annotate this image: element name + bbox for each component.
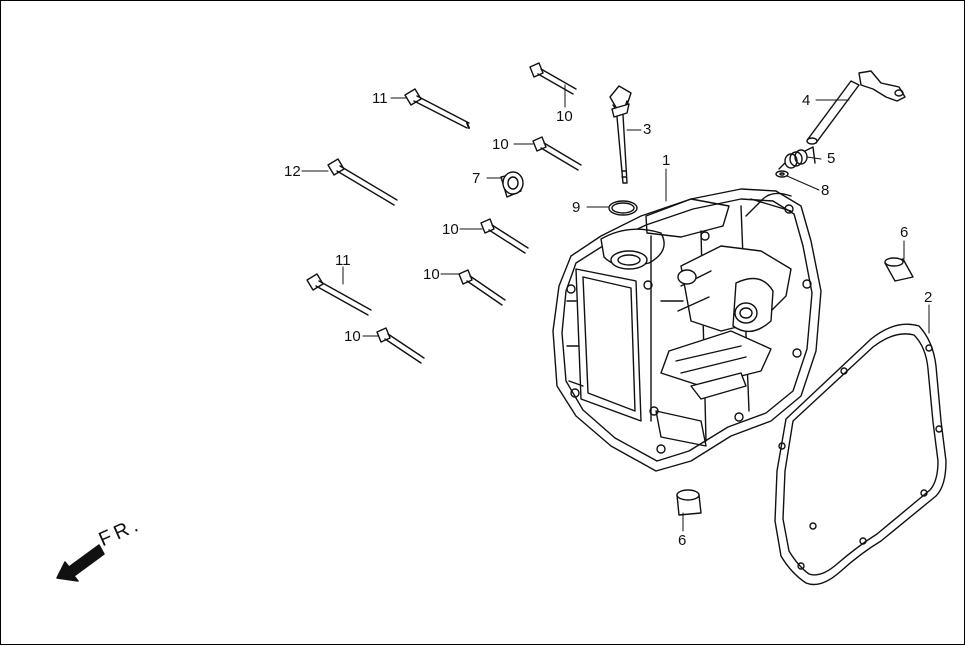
bolt-part-10-lower-mid (458, 269, 506, 306)
callout-part-8: 8 (821, 182, 830, 199)
leader-lines (301, 84, 930, 532)
washer-part-8 (775, 170, 789, 178)
callout-part-11-upper: 11 (372, 90, 388, 107)
callout-part-7: 7 (472, 170, 481, 187)
callout-part-3: 3 (643, 121, 652, 138)
callout-part-11-lower: 11 (335, 252, 351, 269)
callout-part-1: 1 (662, 152, 671, 169)
dowel-pin-part-6-upper (884, 257, 914, 282)
bolt-part-11-lower (306, 273, 372, 316)
o-ring-part-9 (608, 200, 638, 216)
callout-part-4: 4 (802, 92, 811, 109)
callout-part-10-top: 10 (556, 108, 573, 125)
callout-part-2: 2 (924, 289, 933, 306)
callout-part-12: 12 (284, 163, 301, 180)
bolt-part-10-upper-mid (532, 136, 582, 171)
dowel-pin-part-6-lower (676, 489, 702, 516)
callout-part-10-upper-mid: 10 (492, 136, 509, 153)
callout-part-9: 9 (572, 199, 581, 216)
callout-part-10-lower-mid: 10 (423, 266, 440, 283)
gasket-part-2 (774, 323, 947, 586)
callout-part-6-upper: 6 (900, 224, 909, 241)
spring-part-5 (778, 146, 816, 170)
bolt-part-10-middle (480, 218, 529, 254)
bolt-part-10-bottom (376, 327, 425, 364)
callout-part-10-middle: 10 (442, 221, 459, 238)
bolt-part-12 (327, 158, 398, 206)
lever-part-4 (806, 70, 906, 145)
bolt-part-11-upper (404, 88, 470, 129)
front-direction-arrow-icon (56, 544, 105, 582)
crankcase-cover-part-1 (552, 188, 822, 472)
callout-part-6-lower: 6 (678, 532, 687, 549)
callout-part-10-bottom: 10 (344, 328, 361, 345)
bolt-part-10-top (529, 62, 577, 95)
callout-part-5: 5 (827, 150, 836, 167)
bushing-part-7 (500, 171, 524, 198)
oil-dipstick-part-3 (609, 85, 632, 184)
